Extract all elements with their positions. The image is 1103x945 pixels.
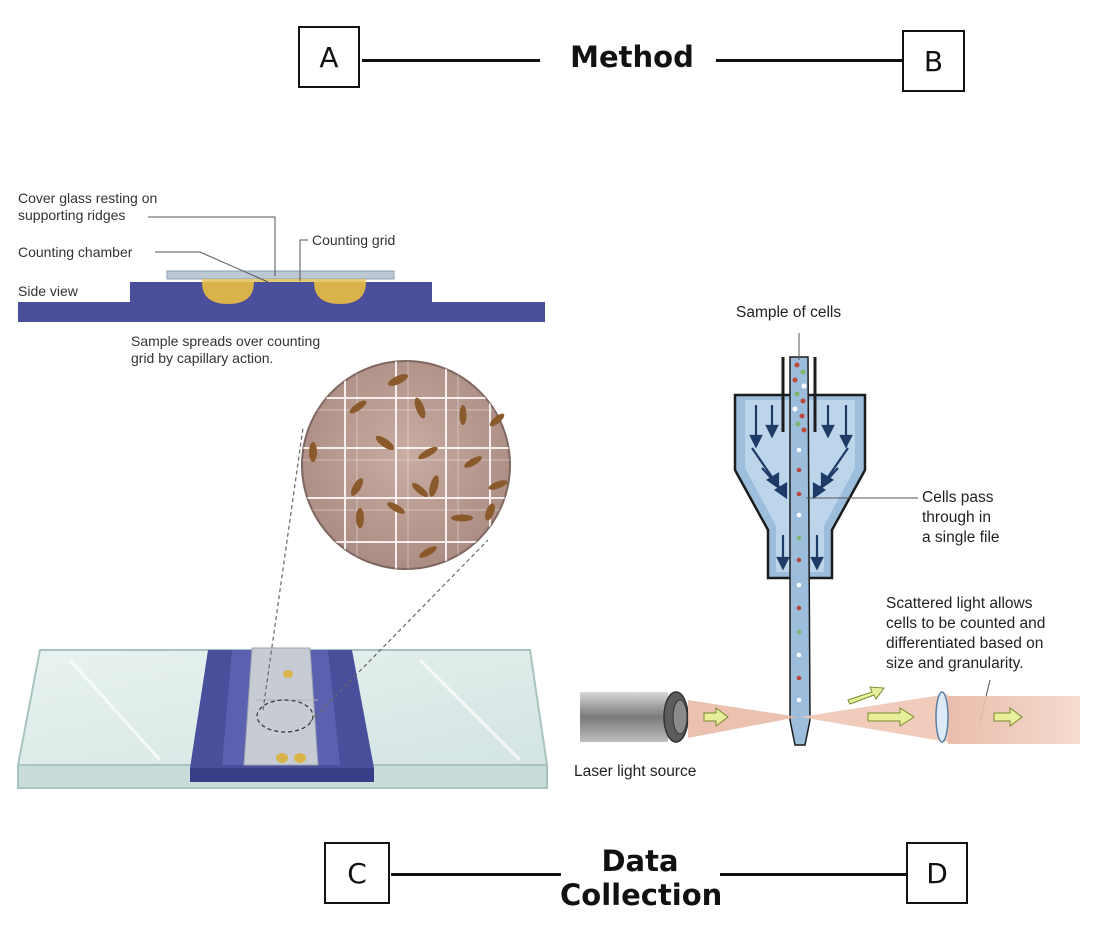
label-box-d[interactable]: D — [906, 842, 968, 904]
connector-line-a — [362, 59, 540, 62]
data-collection-heading: Data Collection — [560, 844, 723, 912]
side-view-label: Side view — [18, 283, 78, 299]
label-a: A — [319, 40, 339, 74]
scattered-light-label-line4: size and granularity. — [886, 655, 1024, 672]
method-heading: Method — [570, 40, 694, 74]
counting-grid-label: Counting grid — [312, 232, 396, 248]
side-view-diagram — [18, 216, 545, 322]
label-box-b[interactable]: B — [902, 30, 965, 92]
label-b: B — [923, 44, 944, 78]
cells-pass-label-line2: through in — [922, 509, 991, 526]
magnified-counting-grid — [301, 360, 511, 570]
label-box-c[interactable]: C — [324, 842, 390, 904]
sample-of-cells-label: Sample of cells — [736, 304, 842, 321]
counting-chamber-label: Counting chamber — [18, 244, 133, 260]
hemocytometer-slide — [16, 427, 549, 789]
flow-cytometer-diagram — [580, 333, 1080, 746]
sample-spreads-label-line2: grid by capillary action. — [131, 350, 274, 366]
scattered-light-label-line3: differentiated based on — [886, 635, 1044, 652]
data-collection-heading-line2: Collection — [560, 878, 723, 912]
scattered-light-label-line1: Scattered light allows — [886, 595, 1033, 612]
laser-light-source-label: Laser light source — [574, 763, 697, 780]
scattered-light-label-line2: cells to be counted and — [886, 615, 1046, 632]
connector-line-b — [716, 59, 902, 62]
label-box-a[interactable]: A — [298, 26, 360, 88]
connector-line-c — [391, 873, 561, 876]
label-d: D — [926, 856, 948, 890]
cells-pass-label-line3: a single file — [922, 529, 1000, 546]
cover-glass-label-line2: supporting ridges — [18, 207, 126, 223]
sample-spreads-label-line1: Sample spreads over counting — [131, 333, 321, 349]
label-c: C — [347, 856, 367, 890]
cover-glass-label-line1: Cover glass resting on — [18, 190, 158, 206]
data-collection-heading-line1: Data — [601, 844, 679, 878]
connector-line-d — [720, 873, 906, 876]
cells-pass-label-line1: Cells pass — [922, 489, 994, 506]
